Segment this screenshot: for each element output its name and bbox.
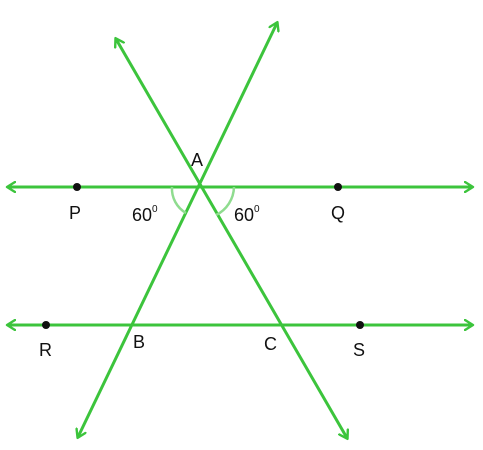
point-q <box>334 183 342 191</box>
line-ab <box>78 23 277 437</box>
angle-arc-left <box>170 186 187 215</box>
angle-left-degree: 0 <box>152 204 158 215</box>
point-r <box>42 321 50 329</box>
label-p: P <box>69 203 81 223</box>
angle-left-value: 60 <box>132 205 152 225</box>
point-s <box>356 321 364 329</box>
label-r: R <box>39 340 52 360</box>
label-b: B <box>133 332 145 352</box>
angle-label-right: 600 <box>234 204 260 225</box>
angle-arc-right <box>215 186 236 217</box>
label-q: Q <box>331 203 345 223</box>
label-a: A <box>191 150 203 170</box>
label-c: C <box>264 334 277 354</box>
label-s: S <box>353 340 365 360</box>
line-ac <box>116 39 347 438</box>
angle-right-degree: 0 <box>254 204 260 215</box>
angle-label-left: 600 <box>132 204 158 225</box>
point-p <box>73 183 81 191</box>
angle-right-value: 60 <box>234 205 254 225</box>
